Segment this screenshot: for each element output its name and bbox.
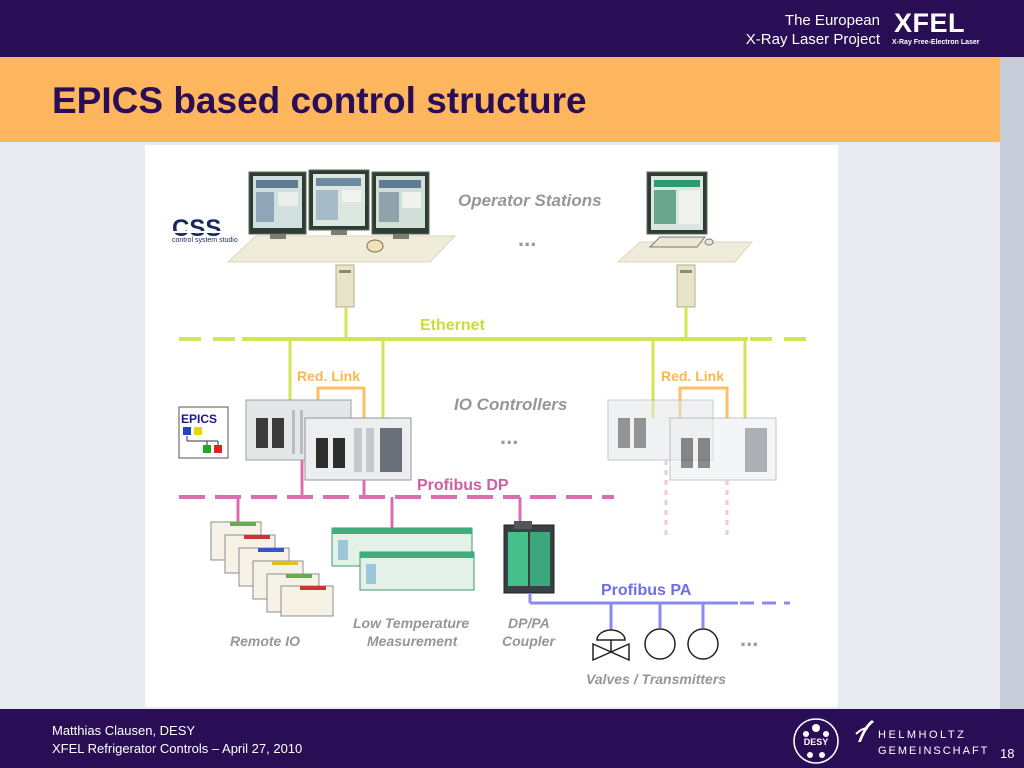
io-controllers-ellipsis: ... xyxy=(500,424,518,449)
css-logo: CSS control system studio xyxy=(172,215,240,244)
operator-monitor xyxy=(646,171,708,235)
operator-stations-label: Operator Stations xyxy=(458,191,602,210)
mouse-hand-icon xyxy=(366,239,384,253)
operator-pc-tower xyxy=(335,264,355,308)
transmitter-icon xyxy=(687,628,719,660)
io-controllers-label: IO Controllers xyxy=(454,395,567,414)
profibus-dp-label: Profibus DP xyxy=(417,477,509,494)
low-temperature-label-line2: Measurement xyxy=(367,633,459,649)
helmholtz-logo: HELMHOLTZ GEMEINSCHAFT xyxy=(852,716,992,764)
epics-logo-text: EPICS xyxy=(181,412,217,426)
profibus-pa-bus xyxy=(528,593,790,630)
red-link-label-left: Red. Link xyxy=(297,368,360,384)
page-title: EPICS based control structure xyxy=(52,80,587,121)
right-strip xyxy=(1000,57,1024,709)
css-logo-subtitle: control system studio xyxy=(172,237,238,244)
desy-logo: DESY xyxy=(793,718,839,764)
operator-monitor xyxy=(371,171,430,239)
org-name-line2: X-Ray Laser Project xyxy=(745,31,880,48)
css-logo-text: CSS xyxy=(172,215,221,242)
page-number: 18 xyxy=(1000,746,1015,761)
dp-pa-coupler xyxy=(503,521,555,594)
header-bar xyxy=(0,0,1024,57)
helmholtz-word: HELMHOLTZ xyxy=(878,729,967,741)
footer-author: Matthias Clausen, DESY xyxy=(52,723,196,738)
org-name-line1: The European xyxy=(784,12,880,29)
ethernet-bus xyxy=(179,307,812,418)
epics-logo: EPICS xyxy=(178,406,229,459)
transmitter-icon xyxy=(644,628,676,660)
valves-transmitters-label: Valves / Transmitters xyxy=(586,671,726,687)
dp-pa-label-line1: DP/PA xyxy=(508,615,550,631)
xfel-logo-subtitle: X-Ray Free-Electron Laser xyxy=(892,39,980,46)
operator-monitor xyxy=(248,171,307,239)
operator-stations-ellipsis: ... xyxy=(518,226,536,251)
dp-pa-label-line2: Coupler xyxy=(502,633,556,649)
footer-event: XFEL Refrigerator Controls – April 27, 2… xyxy=(52,741,303,756)
operator-pc-tower xyxy=(676,264,696,308)
operator-monitor xyxy=(308,169,370,235)
desy-logo-text: DESY xyxy=(804,737,829,747)
low-temperature-modules xyxy=(331,527,475,591)
operator-desk-left xyxy=(226,235,457,263)
keyboard-icon xyxy=(648,236,714,248)
io-controller-crate xyxy=(304,417,412,481)
valve-icon xyxy=(592,629,630,662)
field-devices-ellipsis: ... xyxy=(740,626,758,651)
low-temperature-label-line1: Low Temperature xyxy=(353,615,469,631)
red-link-label-right: Red. Link xyxy=(661,368,724,384)
profibus-pa-label: Profibus PA xyxy=(601,582,692,599)
remote-io-label: Remote IO xyxy=(230,633,300,649)
xfel-logo-word: XFEL xyxy=(894,8,966,38)
io-controller-crate-faded xyxy=(669,417,777,481)
ethernet-label: Ethernet xyxy=(420,317,486,334)
title-band xyxy=(0,57,1000,142)
footer-bar xyxy=(0,709,1024,768)
remote-io-modules xyxy=(210,521,334,617)
helmholtz-mark-icon xyxy=(855,720,874,742)
xfel-logo: XFEL X-Ray Free-Electron Laser xyxy=(890,8,986,50)
gemeinschaft-word: GEMEINSCHAFT xyxy=(878,745,990,757)
